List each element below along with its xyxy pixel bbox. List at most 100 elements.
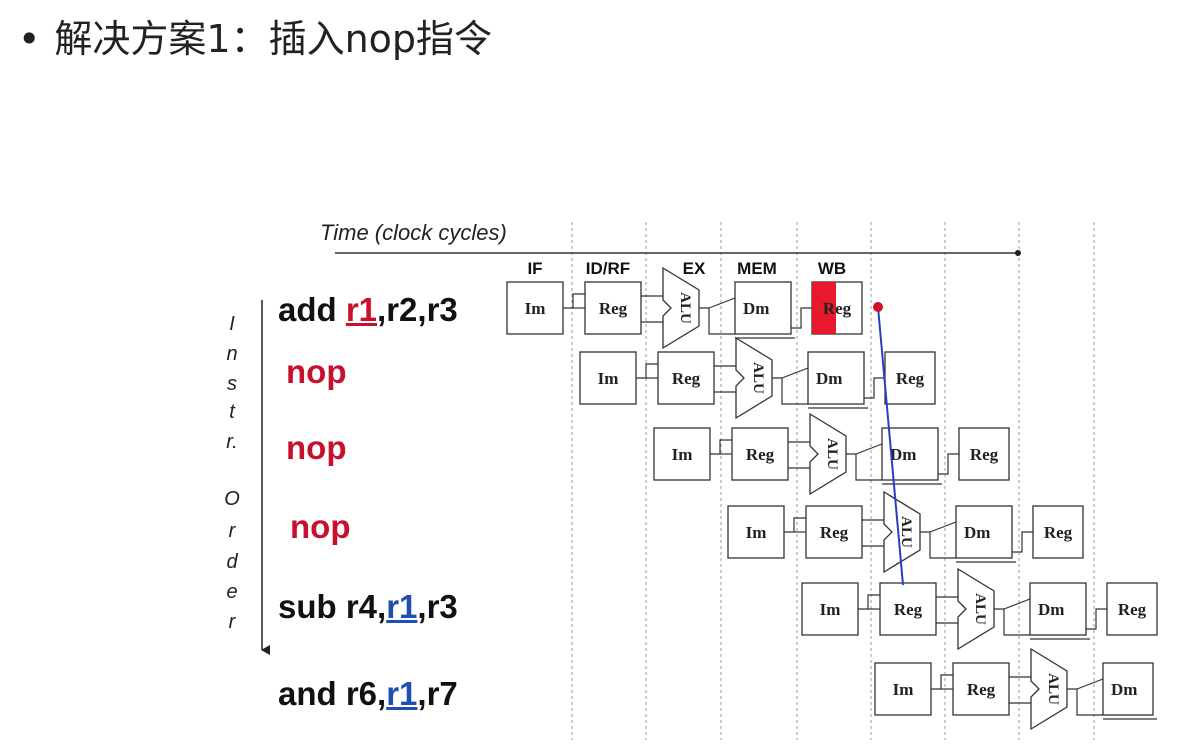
wb-reg-label: Reg — [896, 369, 925, 388]
connector — [1003, 598, 1031, 610]
dm-block — [1029, 582, 1087, 636]
connector — [784, 517, 806, 533]
instruction: add r1,r2,r3 — [278, 291, 458, 329]
connector — [931, 674, 953, 690]
register-written: r1 — [345, 291, 378, 328]
time-axis-end-dot — [1015, 250, 1021, 256]
wb-reg-label: Reg — [970, 445, 999, 464]
dependency-line — [877, 306, 904, 586]
dm-block — [955, 505, 1013, 559]
connector — [699, 307, 735, 335]
im-block — [653, 427, 711, 481]
axis-letter: e — [226, 581, 237, 603]
reg-label: Reg — [599, 299, 628, 318]
stage-label: ID/RF — [586, 259, 630, 278]
alu-block — [809, 412, 847, 496]
instruction-text: ,r2,r3 — [377, 291, 458, 328]
connector — [781, 367, 809, 379]
connector — [1076, 678, 1104, 690]
page-title: •解决方案1：插入nop指令 — [18, 8, 492, 63]
connector — [1086, 608, 1107, 630]
axis-letter: d — [226, 551, 238, 573]
dm-label: Dm — [964, 523, 990, 542]
wb-reg-block — [1032, 505, 1084, 559]
reg-block — [584, 281, 642, 335]
register-read: r1 — [386, 588, 418, 625]
alu-block — [1030, 647, 1068, 731]
instruction-text: and r6, — [278, 675, 387, 712]
connector — [710, 439, 732, 455]
dm-block — [807, 351, 865, 405]
bullet: • — [18, 17, 41, 61]
nop-instruction: nop — [286, 353, 346, 391]
stage-label: WB — [818, 259, 846, 278]
cycle-dividers — [571, 222, 1095, 740]
register-read: r1 — [386, 675, 418, 712]
dm-label: Dm — [1038, 600, 1064, 619]
reg-label: Reg — [894, 600, 923, 619]
instruction-text: nop — [290, 508, 351, 545]
dm-label: Dm — [743, 299, 769, 318]
alu-label: ALU — [750, 362, 766, 394]
dm-label: Dm — [816, 369, 842, 388]
reg-label: Reg — [967, 680, 996, 699]
instruction-text: nop — [286, 353, 347, 390]
stage-label: EX — [683, 259, 706, 278]
axis-letter: s — [227, 373, 237, 395]
alu-block — [957, 567, 995, 651]
reg-block — [731, 427, 789, 481]
connector — [563, 293, 585, 309]
connector — [1012, 531, 1033, 553]
instruction-text: nop — [286, 429, 347, 466]
connector — [772, 377, 808, 405]
connector — [846, 453, 882, 481]
wb-reg-label: Reg — [823, 299, 852, 318]
axis-letter: r — [229, 520, 237, 542]
im-label: Im — [746, 523, 767, 542]
wb-reg-block — [958, 427, 1010, 481]
wb-reg-label: Reg — [1044, 523, 1073, 542]
connector — [858, 594, 880, 610]
im-block — [874, 662, 932, 716]
connector — [938, 453, 959, 475]
wb-reg-label: Reg — [1118, 600, 1147, 619]
alu-block — [662, 266, 700, 350]
im-label: Im — [672, 445, 693, 464]
connector — [864, 377, 885, 399]
time-axis-label: Time (clock cycles) — [320, 220, 507, 245]
reg-block — [879, 582, 937, 636]
im-label: Im — [525, 299, 546, 318]
im-block — [727, 505, 785, 559]
stage-label: IF — [527, 259, 542, 278]
im-block — [506, 281, 564, 335]
dm-block — [734, 281, 792, 335]
axis-letter: r. — [226, 431, 237, 453]
im-label: Im — [598, 369, 619, 388]
alu-label: ALU — [898, 516, 914, 548]
connector — [791, 307, 812, 329]
instruction: and r6,r1,r7 — [278, 675, 458, 713]
im-block — [801, 582, 859, 636]
axis-letter: n — [226, 343, 237, 365]
axis-letter: I — [229, 313, 235, 335]
instruction-text: ,r7 — [417, 675, 458, 712]
alu-block — [883, 490, 921, 574]
im-block — [579, 351, 637, 405]
dependency-indicator — [873, 302, 904, 586]
reg-block — [657, 351, 715, 405]
instruction: sub r4,r1,r3 — [278, 588, 458, 626]
instruction-text: add — [278, 291, 346, 328]
wb-reg-block — [1106, 582, 1158, 636]
dm-label: Dm — [890, 445, 916, 464]
reg-block — [952, 662, 1010, 716]
instruction-text: ,r3 — [417, 588, 458, 625]
stage-labels: IF ID/RF EX MEM WB — [527, 259, 846, 278]
stage-label: MEM — [737, 259, 777, 278]
